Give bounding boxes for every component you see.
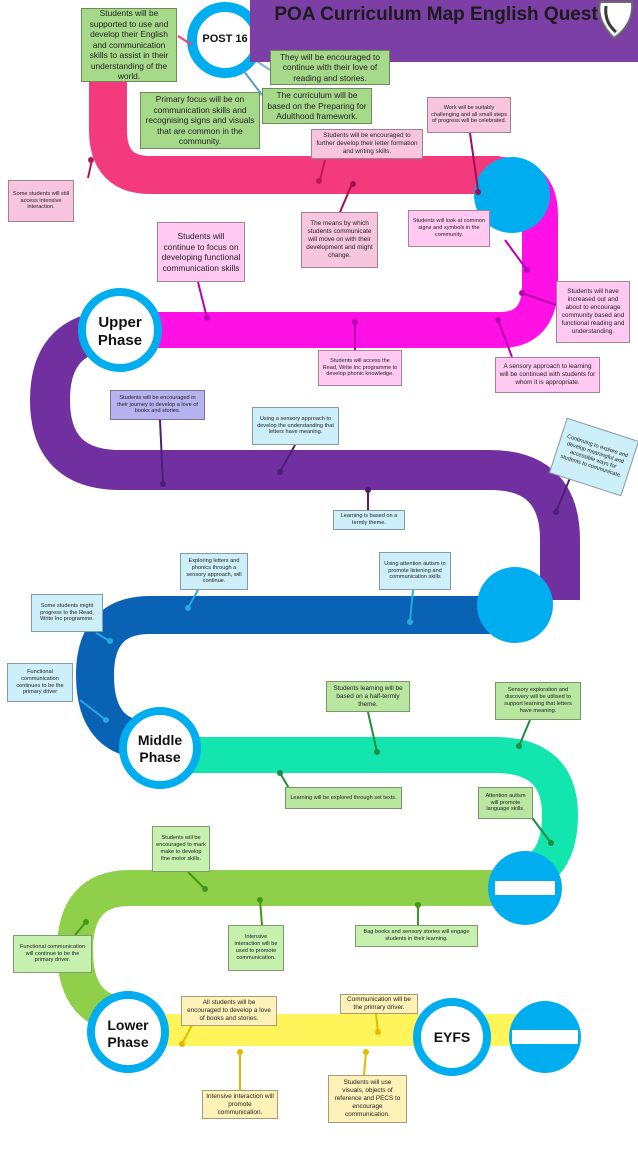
note-post16-7: Work will be suitably challenging and al… <box>427 97 511 133</box>
note-lower-7: Intensive interaction will promote commu… <box>202 1090 278 1119</box>
note-upper-4: Students will access the Read, Write Inc… <box>318 350 402 386</box>
connectors <box>74 35 571 1090</box>
school-logo-icon <box>598 1 634 40</box>
phase-label-post16: POST 16 <box>202 33 248 45</box>
note-post16-2: They will be encouraged to continue with… <box>270 50 390 85</box>
note-post16-8: The means by which students communicate … <box>301 212 378 268</box>
note-post16-5: Some students will still access intensiv… <box>8 180 74 222</box>
phase-label-lower: Lower Phase <box>107 1017 149 1050</box>
note-lower-3: Bag books and sensory stories will engag… <box>355 925 478 947</box>
note-upper-5: A sensory approach to learning will be c… <box>495 357 600 393</box>
note-upper-2: Students will continue to focus on devel… <box>157 222 245 282</box>
note-post16-3: The curriculum will be based on the Prep… <box>262 88 372 124</box>
upper-circle <box>78 288 162 372</box>
note-middle-3: Some students might progress to the Read… <box>31 594 103 632</box>
note-lower-2: Intensive interaction will be used to pr… <box>228 925 284 971</box>
note-middle-1: Exploring letters and phonics through a … <box>180 553 248 590</box>
note-lower-4: Functional communication will continue t… <box>13 935 92 973</box>
phase-label-eyfs: EYFS <box>433 1029 471 1045</box>
note-upper-6: Students will be encouraged in their jou… <box>110 390 205 420</box>
note-upper-3: Students will have increased out and abo… <box>556 281 630 343</box>
middle-road <box>75 596 530 759</box>
note-upper-1: Students will look at common signs and s… <box>408 210 490 247</box>
purple-road <box>29 310 580 600</box>
note-middle-7: Learning will be explored through set te… <box>285 787 402 809</box>
note-post16-6: Students will be encouraged to further d… <box>311 129 423 159</box>
note-upper-9: Learning is based on a termly theme. <box>333 510 405 530</box>
eyfs-end-bar <box>512 1030 578 1044</box>
note-post16-1: Students will be supported to use and de… <box>81 8 177 82</box>
note-lower-1: Students will be encouraged to mark make… <box>152 826 210 872</box>
post16-end-circle <box>474 157 550 233</box>
note-lower-6: Communication will be the primary driver… <box>340 994 418 1014</box>
note-lower-5: All students will be encouraged to devel… <box>181 996 277 1026</box>
note-middle-2: Using attention autism to promote listen… <box>379 552 451 590</box>
eyfs-circle <box>413 998 491 1076</box>
middle-end-bar <box>495 881 555 895</box>
phase-label-upper: Upper Phase <box>97 314 143 349</box>
post16-road <box>89 70 500 194</box>
note-middle-6: Sensory exploration and discovery will b… <box>495 682 581 720</box>
note-middle-5: Students learning will be based on a hal… <box>326 681 410 712</box>
lower-circle <box>87 991 169 1073</box>
note-middle-4: Functional communication continues to be… <box>7 663 73 702</box>
upper-end-circle <box>477 567 553 643</box>
note-upper-7: Using a sensory approach to develop the … <box>252 407 339 445</box>
note-lower-8: Students will use visuals, objects of re… <box>328 1075 407 1123</box>
phase-label-middle: Middle Phase <box>137 732 183 765</box>
note-middle-8: Attention autism will promote language s… <box>478 787 533 819</box>
middle-circle <box>119 707 201 789</box>
note-post16-4: Primary focus will be on communication s… <box>140 92 260 149</box>
